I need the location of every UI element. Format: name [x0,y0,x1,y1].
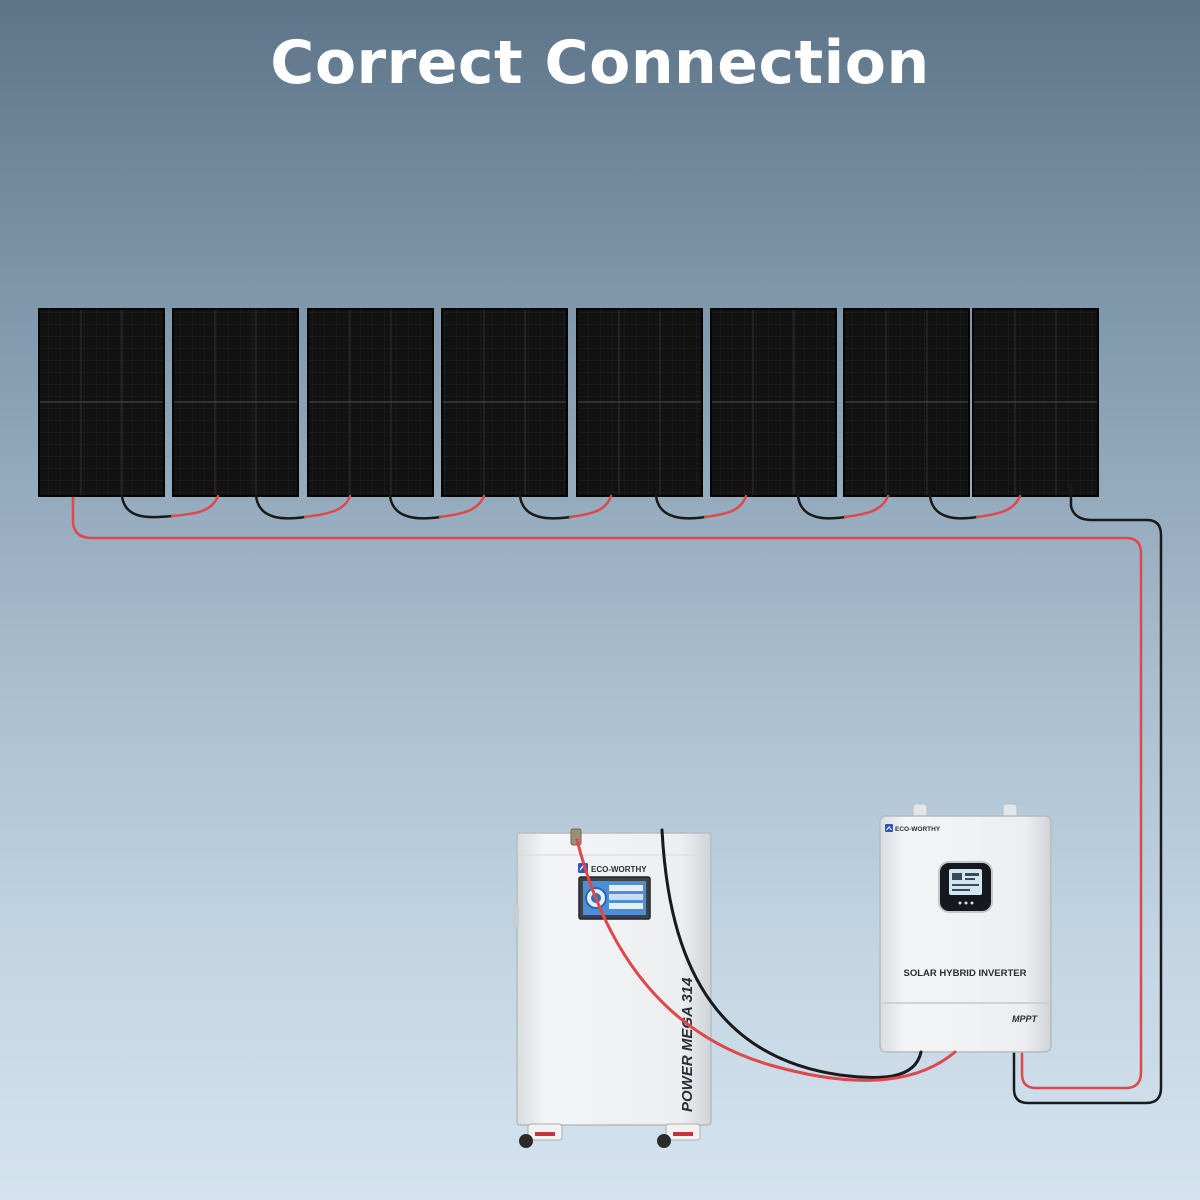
battery-model: POWER MEGA 314 [679,977,696,1112]
solar-panel [576,308,703,497]
solar-panel [710,308,837,497]
inverter-label: SOLAR HYBRID INVERTER [904,968,1027,979]
solar-panel [843,308,970,497]
inverter-brand: ECO-WORTHY [895,826,941,833]
battery-brand: ECO-WORTHY [591,865,647,874]
solar-panel [172,308,299,497]
solar-panel [441,308,568,497]
hybrid-inverter: ECO-WORTHY SOLAR HYBRID INVERTER MPPT [879,803,1052,1053]
series-jumpers [120,494,1022,520]
solar-panel [972,308,1099,497]
solar-panel [307,308,434,497]
battery-cables [575,828,957,1082]
battery-cabinet: ECO-WORTHY POWER MEGA 314 [513,828,712,1148]
page-title: Correct Connection [270,28,930,98]
inverter-display [938,861,993,913]
eco-worthy-logo-icon [885,824,893,832]
pv-output-cables [71,484,1163,1105]
battery-touchscreen [578,876,651,920]
caster-wheel [519,1123,563,1148]
mppt-badge: MPPT [1012,1014,1039,1024]
solar-panel-array [38,308,1099,497]
solar-panel [38,308,165,497]
caster-wheel [657,1123,701,1148]
